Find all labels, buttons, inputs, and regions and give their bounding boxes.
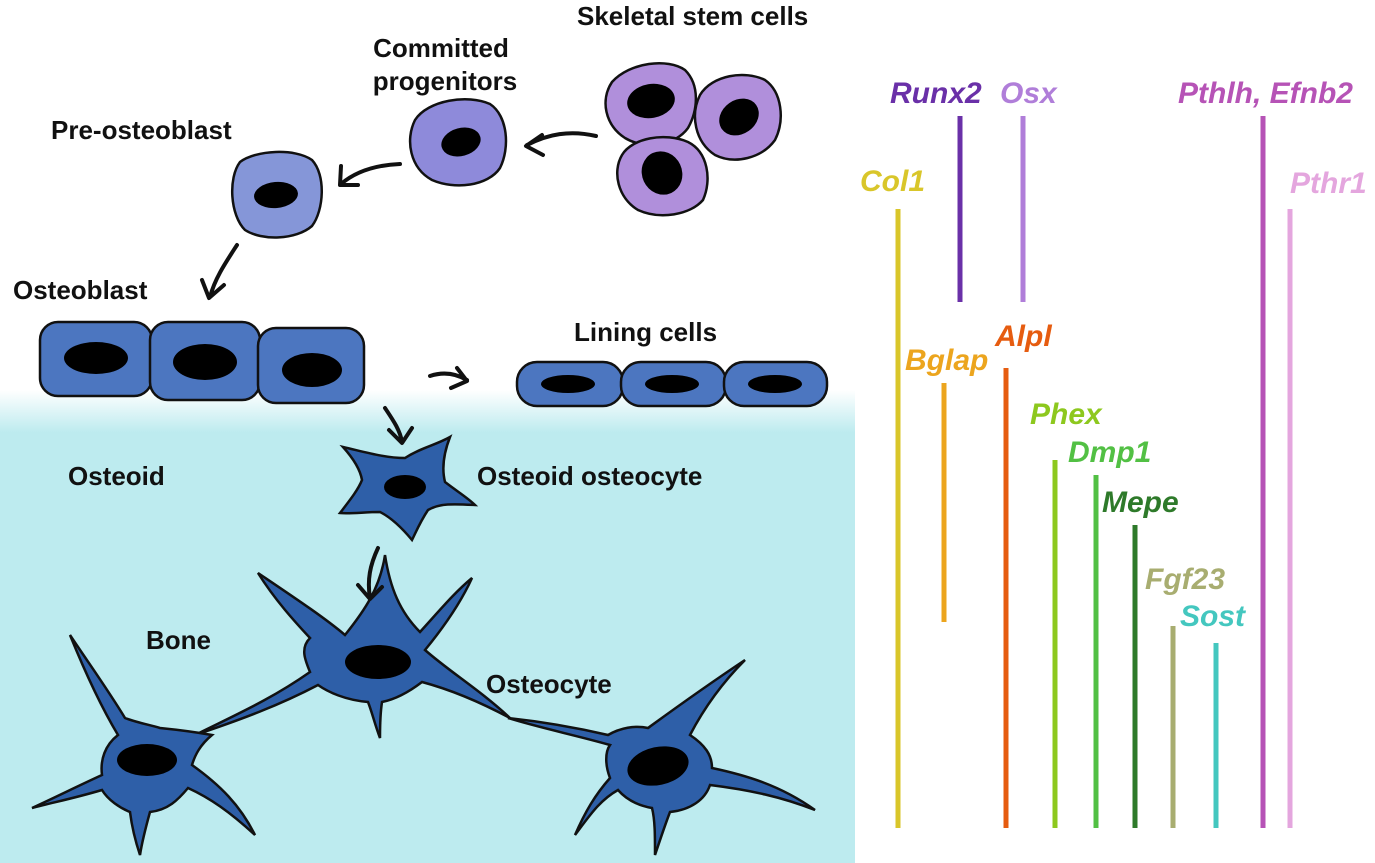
gene-label-bglap: Bglap xyxy=(905,344,988,377)
label-osteoid-osteocyte: Osteoid osteocyte xyxy=(477,461,702,491)
arrow-stem-to-progenitor xyxy=(524,131,598,157)
label-osteocyte: Osteocyte xyxy=(486,669,612,699)
stem-cell-nucleus xyxy=(719,98,759,136)
lining-cell-nucleus xyxy=(645,375,699,393)
label-committed: Committed xyxy=(373,33,509,63)
gene-label-osx: Osx xyxy=(1000,77,1058,110)
arrow-osteoid-osteocyte-to-osteocyte xyxy=(356,546,384,601)
osteocyte-cell xyxy=(194,554,511,739)
arrow-osteoblast-to-lining xyxy=(428,366,469,390)
osteoblast-nucleus xyxy=(282,353,342,387)
label-lining-cells: Lining cells xyxy=(574,317,717,347)
lining-cell-nucleus xyxy=(541,375,595,393)
differentiation-arrows xyxy=(200,131,598,601)
lining-cell-nucleus xyxy=(748,375,802,393)
osteoblast-nucleus xyxy=(173,344,237,380)
osteoblast-nucleus xyxy=(64,342,128,374)
gene-label-phex: Phex xyxy=(1030,398,1103,431)
arrow-progenitor-to-pre-osteoblast xyxy=(338,162,402,187)
osteoblast-row xyxy=(38,320,366,405)
lining-cells-row xyxy=(515,360,829,408)
label-skeletal-stem-cells: Skeletal stem cells xyxy=(577,1,808,31)
progenitor-nucleus xyxy=(441,127,481,157)
gene-label-alpl: Alpl xyxy=(994,320,1052,353)
pre-osteoblast-nucleus xyxy=(254,181,298,209)
arrow-pre-osteoblast-to-osteoblast xyxy=(200,243,239,300)
gene-label-pthlh-efnb2: Pthlh, Efnb2 xyxy=(1178,77,1353,110)
gene-label-pthr1: Pthr1 xyxy=(1290,167,1367,200)
osteoid-osteocyte-nucleus xyxy=(384,475,426,499)
stem-cell-nucleus xyxy=(627,83,675,119)
label-osteoblast: Osteoblast xyxy=(13,275,148,305)
label-progenitors: progenitors xyxy=(373,66,517,96)
osteocyte-nucleus xyxy=(345,645,411,679)
gene-label-mepe: Mepe xyxy=(1102,486,1179,519)
gene-label-dmp1: Dmp1 xyxy=(1068,436,1151,469)
skeletal-stem-cells xyxy=(604,62,782,217)
osteocyte-nucleus xyxy=(627,746,689,786)
label-osteoid: Osteoid xyxy=(68,461,165,491)
gene-expression-panel: Runx2 Osx Pthlh, Efnb2 Col1 Pthr1 Bglap … xyxy=(860,77,1367,828)
gene-label-sost: Sost xyxy=(1180,600,1247,633)
osteocyte-network xyxy=(31,554,816,856)
gene-label-col1: Col1 xyxy=(860,165,925,198)
osteocyte-nucleus xyxy=(117,744,177,776)
label-pre-osteoblast: Pre-osteoblast xyxy=(51,115,232,145)
gene-label-runx2: Runx2 xyxy=(890,77,982,110)
stem-cell-nucleus xyxy=(641,151,683,195)
arrow-osteoblast-to-osteoid-osteocyte xyxy=(383,406,414,445)
gene-label-fgf23: Fgf23 xyxy=(1145,563,1225,596)
label-bone: Bone xyxy=(146,625,211,655)
